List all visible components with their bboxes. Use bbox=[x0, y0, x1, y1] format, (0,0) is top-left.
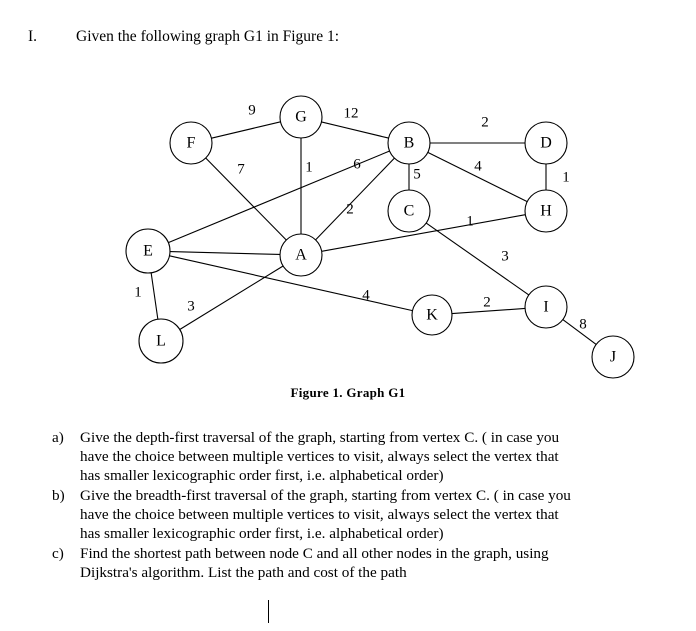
text-cursor-caret bbox=[268, 600, 269, 623]
node-circle-h bbox=[524, 189, 568, 233]
node-circle-a bbox=[279, 233, 323, 277]
graph-edge-b-h bbox=[427, 151, 528, 203]
edge-weight-e-l: 1 bbox=[134, 284, 142, 300]
graph-edge-a-e bbox=[169, 251, 281, 256]
node-circle-b bbox=[387, 121, 431, 165]
question-text-line: Find the shortest path between node C an… bbox=[80, 545, 549, 562]
graph-edges-layer bbox=[150, 121, 597, 345]
question-label: b) bbox=[52, 487, 65, 504]
node-label-e: E bbox=[143, 243, 153, 260]
node-label-f: F bbox=[187, 135, 196, 152]
edge-weight-b-d: 2 bbox=[481, 114, 489, 130]
graph-node-f: F bbox=[169, 121, 213, 165]
edge-weight-e-b: 6 bbox=[353, 156, 361, 172]
graph-edge-b-a bbox=[315, 157, 395, 241]
question-item: c) Find the shortest path between node C … bbox=[52, 544, 672, 582]
node-circle-c bbox=[387, 189, 431, 233]
node-label-b: B bbox=[404, 135, 415, 152]
node-circle-g bbox=[279, 95, 323, 139]
graph-node-k: K bbox=[411, 294, 453, 336]
heading-text: Given the following graph G1 in Figure 1… bbox=[76, 28, 340, 45]
graph-node-i: I bbox=[524, 285, 568, 329]
node-label-l: L bbox=[156, 333, 166, 350]
question-text-line: has smaller lexicographic order first, i… bbox=[80, 525, 444, 542]
graph-node-g: G bbox=[279, 95, 323, 139]
questions-list: a) Give the depth-first traversal of the … bbox=[52, 428, 672, 583]
graph-edge-k-i bbox=[451, 307, 526, 315]
node-label-i: I bbox=[543, 299, 548, 316]
node-label-c: C bbox=[404, 203, 415, 220]
graph-node-e: E bbox=[125, 228, 171, 274]
graph-node-j: J bbox=[591, 335, 635, 379]
question-item: b) Give the breadth-first traversal of th… bbox=[52, 486, 672, 543]
question-text: Find the shortest path between node C an… bbox=[80, 544, 672, 582]
graph-node-h: H bbox=[524, 189, 568, 233]
figure-caption: Figure 1. Graph G1 bbox=[290, 385, 406, 400]
edge-weight-b-a: 2 bbox=[346, 201, 354, 217]
graph-edge-c-i bbox=[425, 222, 530, 296]
graph-figure: 9 12 1 7 6 2 5 2 4 1 1 3 1 3 4 2 8 F G B D C H E A K I L J bbox=[0, 85, 696, 385]
question-text: Give the breadth-first traversal of the … bbox=[80, 486, 672, 543]
edge-weight-d-h: 1 bbox=[562, 169, 570, 185]
graph-node-c: C bbox=[387, 189, 431, 233]
edge-weight-c-i: 3 bbox=[501, 248, 509, 264]
edge-weight-l-a: 3 bbox=[187, 298, 195, 314]
graph-node-l: L bbox=[138, 318, 184, 364]
node-label-k: K bbox=[426, 307, 438, 324]
node-label-g: G bbox=[295, 109, 307, 126]
node-circle-d bbox=[524, 121, 568, 165]
edge-weight-i-j: 8 bbox=[579, 316, 587, 332]
node-label-a: A bbox=[295, 247, 307, 264]
node-circle-e bbox=[125, 228, 171, 274]
question-text-line: Give the depth-first traversal of the gr… bbox=[80, 429, 560, 446]
node-label-d: D bbox=[540, 135, 552, 152]
question-heading: I. Given the following graph G1 in Figur… bbox=[28, 28, 668, 46]
node-circle-l bbox=[138, 318, 184, 364]
node-circle-f bbox=[169, 121, 213, 165]
question-text: Give the depth-first traversal of the gr… bbox=[80, 428, 672, 485]
heading-numeral: I. bbox=[28, 28, 38, 45]
graph-edge-f-a bbox=[205, 157, 287, 241]
graph-edge-e-l bbox=[150, 272, 159, 320]
graph-node-d: D bbox=[524, 121, 568, 165]
question-text-line: have the choice between multiple vertice… bbox=[80, 506, 559, 523]
edge-weight-b-h: 4 bbox=[474, 158, 482, 174]
edge-weight-a-h: 1 bbox=[466, 213, 474, 229]
graph-node-a: A bbox=[279, 233, 323, 277]
graph-edge-l-a bbox=[179, 265, 284, 330]
node-label-j: J bbox=[610, 349, 616, 366]
graph-nodes-layer: F G B D C H E A K I L J bbox=[125, 95, 635, 379]
question-text-line: has smaller lexicographic order first, i… bbox=[80, 467, 444, 484]
graph-g1-diagram: 9 12 1 7 6 2 5 2 4 1 1 3 1 3 4 2 8 F G B D C H E A K I L J bbox=[125, 95, 635, 379]
graph-edge-g-b bbox=[321, 121, 389, 139]
question-item: a) Give the depth-first traversal of the … bbox=[52, 428, 672, 485]
edge-weight-g-a: 1 bbox=[305, 159, 313, 175]
edge-weight-f-a: 7 bbox=[237, 161, 245, 177]
question-label: c) bbox=[52, 545, 64, 562]
node-circle-j bbox=[591, 335, 635, 379]
node-circle-i bbox=[524, 285, 568, 329]
graph-edge-e-b bbox=[168, 150, 390, 244]
edge-weight-g-b: 12 bbox=[344, 105, 359, 121]
question-text-line: Dijkstra's algorithm. List the path and … bbox=[80, 564, 407, 581]
graph-edge-weights-layer: 9 12 1 7 6 2 5 2 4 1 1 3 1 3 4 2 8 bbox=[134, 102, 587, 332]
edge-weight-b-c: 5 bbox=[413, 166, 421, 182]
node-circle-k bbox=[411, 294, 453, 336]
question-label: a) bbox=[52, 429, 64, 446]
graph-edge-a-h bbox=[321, 214, 526, 252]
edge-weight-e-k: 4 bbox=[362, 287, 370, 303]
graph-edge-e-k bbox=[169, 255, 413, 312]
edge-weight-k-i: 2 bbox=[483, 294, 491, 310]
graph-edge-f-g bbox=[211, 121, 281, 139]
node-label-h: H bbox=[540, 203, 552, 220]
question-text-line: Give the breadth-first traversal of the … bbox=[80, 487, 571, 504]
edge-weight-f-g: 9 bbox=[248, 102, 256, 118]
question-text-line: have the choice between multiple vertice… bbox=[80, 448, 559, 465]
graph-node-b: B bbox=[387, 121, 431, 165]
graph-edge-i-j bbox=[562, 319, 597, 345]
